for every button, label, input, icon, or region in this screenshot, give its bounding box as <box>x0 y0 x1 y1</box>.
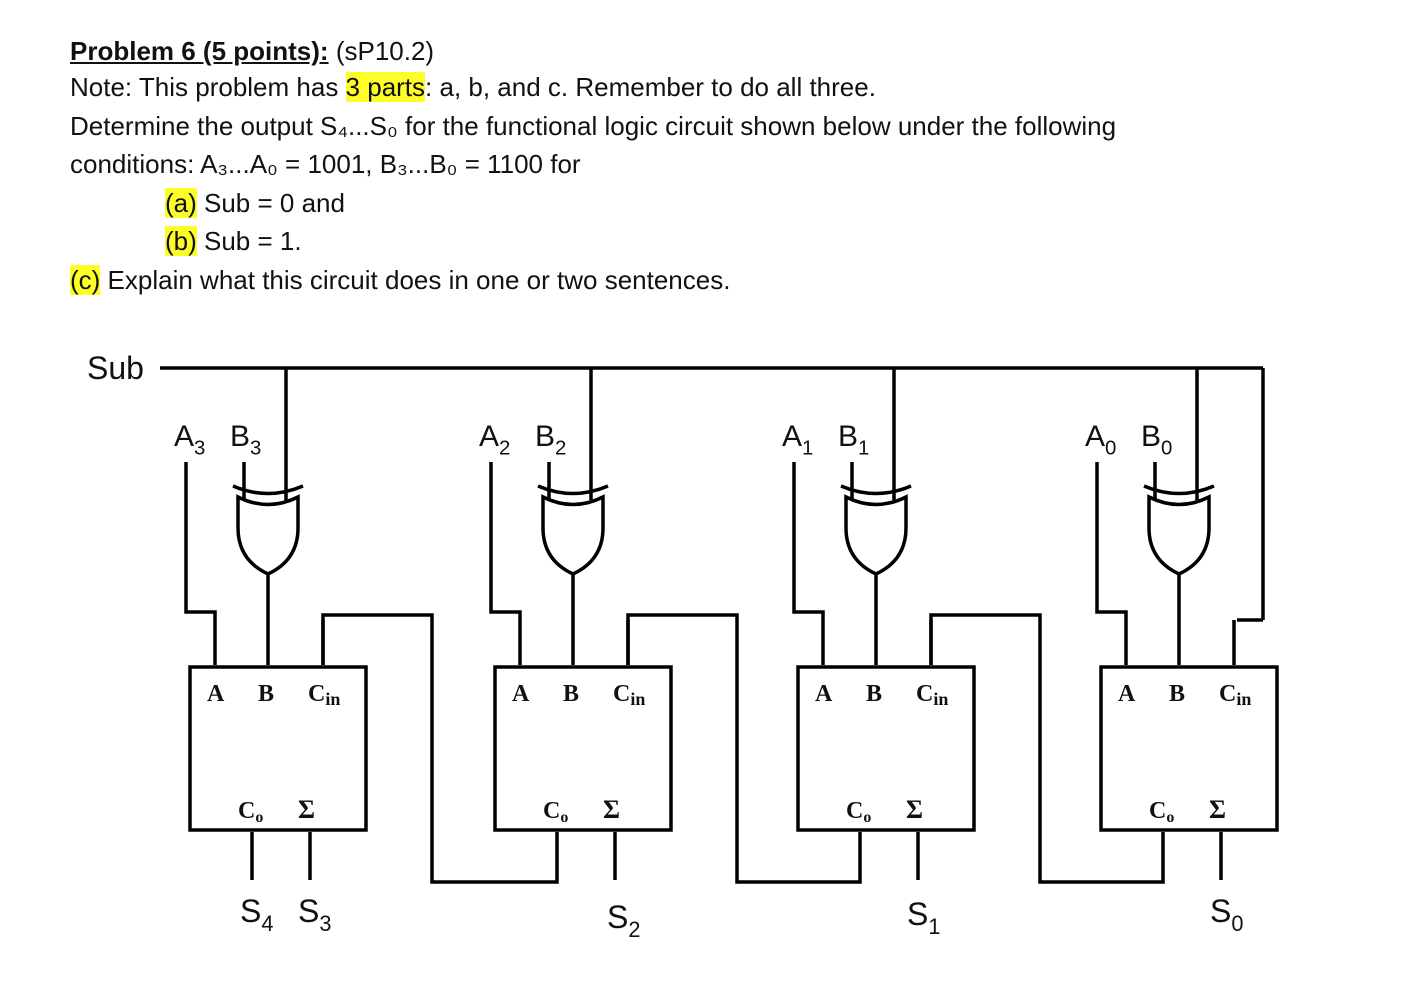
part-c: (c) Explain what this circuit does in on… <box>70 265 730 296</box>
xor-gate-extra-curve <box>840 484 912 496</box>
block-label-b: B <box>563 681 579 707</box>
block-label-cin: Cin <box>916 681 948 709</box>
block-label-co: Co <box>238 798 263 826</box>
xor-gate-extra-curve <box>1143 484 1215 496</box>
output-label-s1: S1 <box>907 896 940 939</box>
block-label-sum: Σ <box>1209 795 1226 824</box>
note-post: : a, b, and c. Remember to do all three. <box>425 72 876 102</box>
block-label-a: A <box>207 681 225 707</box>
xor-gate-body <box>236 494 300 576</box>
input-label-a: A3 <box>174 420 205 459</box>
conditions-line: conditions: A₃...A₀ = 1001, B₃...B₀ = 11… <box>70 149 581 179</box>
full-adder-block <box>796 665 976 832</box>
part-a-tag: (a) <box>165 188 197 218</box>
input-label-b: B2 <box>535 420 566 459</box>
input-label-b: B0 <box>1141 420 1172 459</box>
input-label-b: B3 <box>230 420 261 459</box>
input-label-b: B1 <box>838 420 869 459</box>
input-label-a: A0 <box>1085 420 1116 459</box>
output-label-s2: S2 <box>607 899 640 942</box>
block-label-cin: Cin <box>613 681 645 709</box>
block-label-b: B <box>866 681 882 707</box>
block-label-b: B <box>258 681 274 707</box>
input-label-a: A2 <box>479 420 510 459</box>
block-label-co: Co <box>543 798 568 826</box>
stage-wires <box>792 368 976 880</box>
note-pre: Note: This problem has <box>70 72 346 102</box>
stage-wires <box>1095 368 1279 880</box>
block-label-sum: Σ <box>906 795 923 824</box>
instruction-line: Determine the output S₄...S₀ for the fun… <box>70 111 1117 141</box>
xor-gate-body <box>844 494 908 576</box>
input-label-a: A1 <box>782 420 813 459</box>
xor-gate-extra-curve <box>537 484 609 496</box>
carry-wire-1 <box>321 613 559 884</box>
a-input-wire <box>792 462 825 665</box>
sub-label: Sub <box>87 350 144 386</box>
xor-gate-extra-curve <box>232 484 304 496</box>
block-label-cin: Cin <box>308 681 340 709</box>
stage-wires <box>489 368 673 880</box>
carry-wire-3 <box>929 613 1165 884</box>
part-a-text: Sub = 0 and <box>196 188 345 218</box>
part-b: (b) Sub = 1. <box>165 226 302 257</box>
full-adder-block <box>188 665 368 832</box>
output-label-s0: S0 <box>1210 893 1243 936</box>
block-label-co: Co <box>1149 798 1174 826</box>
output-label-s3: S3 <box>298 893 331 936</box>
a-input-wire <box>184 462 217 665</box>
problem-code: (sP10.2) <box>335 36 435 66</box>
a-input-wire <box>1095 462 1128 665</box>
block-label-sum: Σ <box>603 795 620 824</box>
block-label-a: A <box>512 681 530 707</box>
part-b-tag: (b) <box>165 226 197 256</box>
block-label-b: B <box>1169 681 1185 707</box>
full-adder-block <box>1099 665 1279 832</box>
block-label-a: A <box>1118 681 1136 707</box>
part-a: (a) Sub = 0 and <box>165 188 345 219</box>
part-c-tag: (c) <box>70 265 101 295</box>
part-b-text: Sub = 1. <box>196 226 302 256</box>
problem-heading: Problem 6 (5 points): <box>70 36 329 66</box>
output-label-s4: S4 <box>240 893 273 936</box>
a-input-wire <box>489 462 522 665</box>
block-label-a: A <box>815 681 833 707</box>
carry-wire-2 <box>626 613 862 884</box>
block-label-co: Co <box>846 798 871 826</box>
block-label-cin: Cin <box>1219 681 1251 709</box>
note-highlight: 3 parts <box>345 72 426 102</box>
note-line: Note: This problem has 3 parts: a, b, an… <box>70 72 876 103</box>
xor-gate-body <box>1147 494 1211 576</box>
problem-heading-line: Problem 6 (5 points): (sP10.2) <box>70 32 434 70</box>
block-label-sum: Σ <box>298 795 315 824</box>
full-adder-block <box>493 665 673 832</box>
part-c-text: Explain what this circuit does in one or… <box>100 265 731 295</box>
stage-wires <box>184 368 368 880</box>
xor-gate-body <box>541 494 605 576</box>
